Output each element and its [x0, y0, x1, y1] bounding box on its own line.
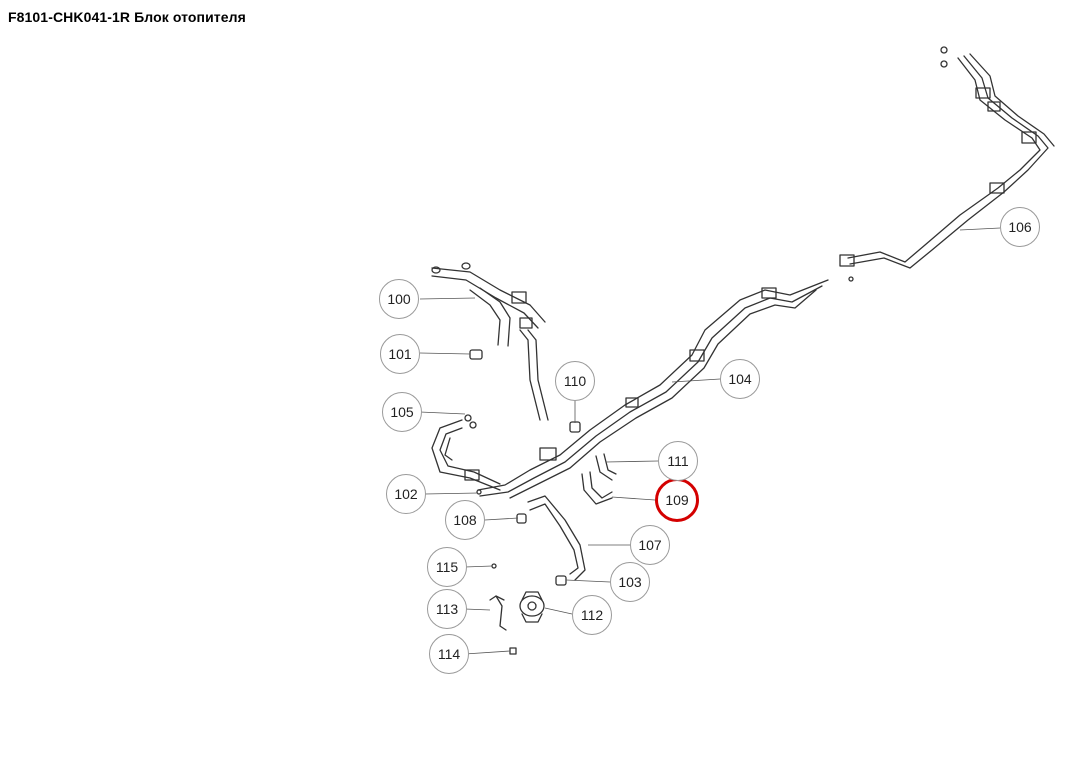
bolt-102: [476, 489, 482, 495]
bracket-113: [489, 595, 507, 631]
callout-100[interactable]: 100: [379, 279, 419, 319]
hose-107: [527, 495, 586, 581]
pipe-bundle-104: [477, 279, 829, 499]
callout-107[interactable]: 107: [630, 525, 670, 565]
callout-110[interactable]: 110: [555, 361, 595, 401]
pump-112: [519, 591, 545, 623]
clamp-101: [469, 349, 483, 360]
callout-112[interactable]: 112: [572, 595, 612, 635]
diagram-title: F8101-CHK041-1R Блок отопителя: [8, 9, 246, 25]
callout-115[interactable]: 115: [427, 547, 467, 587]
callout-111[interactable]: 111: [658, 441, 698, 481]
callout-103[interactable]: 103: [610, 562, 650, 602]
clamp-108: [516, 513, 527, 524]
callout-102[interactable]: 102: [386, 474, 426, 514]
callout-109[interactable]: 109: [655, 478, 699, 522]
callout-105[interactable]: 105: [382, 392, 422, 432]
callout-106[interactable]: 106: [1000, 207, 1040, 247]
pipe-bundle-105: [431, 414, 501, 491]
clip-114: [509, 647, 517, 655]
callout-108[interactable]: 108: [445, 500, 485, 540]
callout-101[interactable]: 101: [380, 334, 420, 374]
clamp-103: [555, 575, 567, 586]
pipe-bundle-106: [839, 46, 1055, 282]
callout-114[interactable]: 114: [429, 634, 469, 674]
callout-104[interactable]: 104: [720, 359, 760, 399]
hose-111: [595, 453, 617, 481]
clamp-110: [569, 421, 581, 433]
bolt-115: [491, 563, 497, 569]
hose-assembly-100: [431, 262, 549, 421]
callout-113[interactable]: 113: [427, 589, 467, 629]
hose-109: [581, 471, 613, 505]
